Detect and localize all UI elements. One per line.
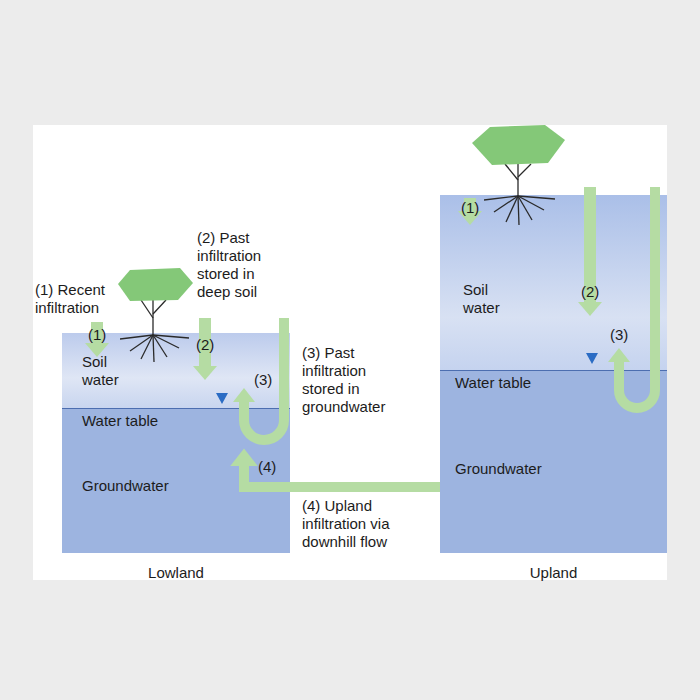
lowland-flow-arrows xyxy=(85,318,255,402)
upland-tree-canopy xyxy=(472,125,565,165)
upland-block: UplandSoil waterWater tableGroundwater xyxy=(440,195,667,553)
groundwater-band-fill xyxy=(62,408,290,553)
callout-number: (3) xyxy=(610,326,628,344)
region-heading: Lowland xyxy=(62,564,290,582)
groundwater-band-fill xyxy=(440,370,667,553)
water-table-label: Water table xyxy=(455,374,531,392)
band-label: Soil water xyxy=(82,353,134,389)
panel xyxy=(33,125,667,580)
band-label: Groundwater xyxy=(82,477,169,495)
water-table-line xyxy=(62,408,290,409)
callout-number: (3) xyxy=(254,371,272,389)
note-text: (3) Past infiltration stored in groundwa… xyxy=(302,344,402,416)
callout-number: (2) xyxy=(581,283,599,301)
soil-water-band-fill xyxy=(440,195,667,370)
callout-number: (1) xyxy=(88,326,106,344)
lowland-u-arrow xyxy=(244,318,284,440)
edge-label: (4) Upland infiltration via downhill flo… xyxy=(302,497,414,551)
groundwater-band: Water tableGroundwater xyxy=(62,408,290,553)
soil-water-band: Soil water xyxy=(440,195,667,370)
note-text: (1) Recent infiltration xyxy=(35,281,117,317)
upland-tree xyxy=(484,163,555,225)
lowland-tree-canopy xyxy=(118,268,193,301)
note-text: (2) Past infiltration stored in deep soi… xyxy=(197,229,281,301)
upland-u-arrow xyxy=(619,187,655,408)
callout-number: (1) xyxy=(461,199,479,217)
callout-number: (2) xyxy=(196,336,214,354)
water-table-marker xyxy=(586,353,598,364)
band-label: Groundwater xyxy=(455,460,542,478)
region-heading: Upland xyxy=(440,564,667,582)
water-table-line xyxy=(440,370,667,371)
water-table-label: Water table xyxy=(82,412,158,430)
lowland-block: LowlandSoil waterWater tableGroundwater xyxy=(62,333,290,553)
ground-bands xyxy=(62,195,667,553)
groundwater-band: Water tableGroundwater xyxy=(440,370,667,553)
soil-water-band-fill xyxy=(62,333,290,408)
water-table-marker xyxy=(216,393,228,404)
soil-water-band: Soil water xyxy=(62,333,290,408)
upland-flow-arrows xyxy=(458,187,630,362)
band-label: Soil water xyxy=(463,281,515,317)
lowland-tree xyxy=(120,300,189,362)
callout-number: (4) xyxy=(258,458,276,476)
